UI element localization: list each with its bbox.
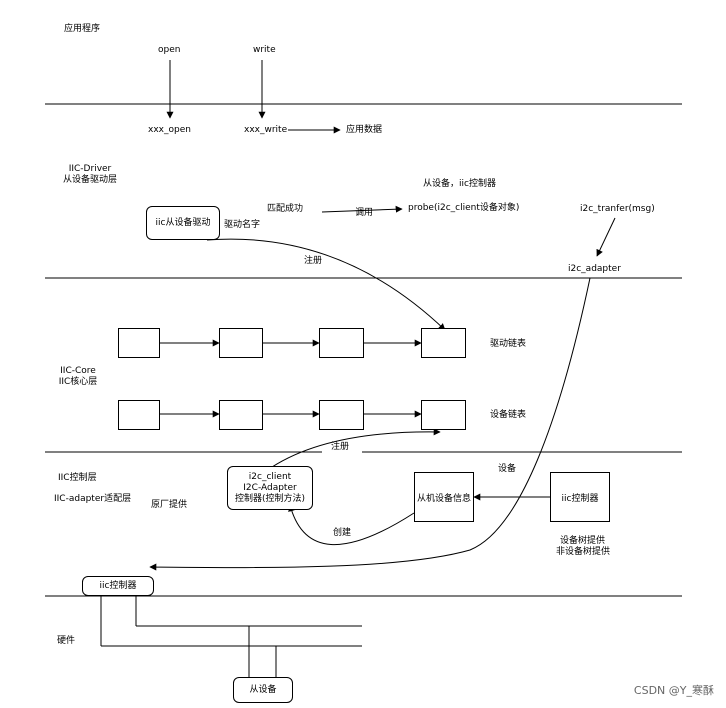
client-line-3: 控制器(控制方法): [234, 493, 306, 504]
iic-controller-bottom-box: iic控制器: [82, 576, 154, 596]
device-list-node-4: [421, 400, 466, 430]
device-list-node-1: [118, 400, 160, 430]
watermark: CSDN @Y_寒酥: [633, 684, 714, 697]
app-data-label: 应用数据: [346, 125, 383, 135]
hardware-label: 硬件: [57, 636, 76, 646]
create-label: 创建: [333, 528, 352, 538]
dt-provided-label: 设备树提供: [560, 536, 606, 546]
xxx-write-label: xxx_write: [244, 125, 288, 135]
device-list-node-2: [219, 400, 263, 430]
call-label: 调用: [355, 208, 374, 218]
iic-controller-box: iic控制器: [550, 472, 610, 522]
match-label: 匹配成功: [267, 204, 304, 214]
write-label: write: [253, 45, 276, 55]
driver-layer-title-en: IIC-Driver: [68, 164, 112, 174]
ctrl-layer-title: IIC控制层: [58, 473, 97, 483]
adapter-layer-title: IIC-adapter适配层: [54, 494, 132, 504]
device-ctrl-label: 从设备，iic控制器: [423, 179, 496, 189]
arrow-register-device: [271, 428, 441, 468]
i2c-transfer-label: i2c_tranfer(msg): [580, 204, 655, 214]
vendor-label: 原厂提供: [151, 500, 188, 510]
xxx-open-label: xxx_open: [148, 125, 191, 135]
arrow-transfer: [596, 217, 616, 257]
driver-list-node-2: [219, 328, 263, 358]
client-line-1: i2c_client: [248, 471, 292, 482]
driver-list-label: 驱动链表: [490, 339, 527, 349]
arrow-register-driver: [206, 238, 446, 331]
driver-list-node-3: [319, 328, 364, 358]
arrow-match-call: [321, 205, 403, 213]
app-layer-title: 应用程序: [64, 24, 101, 34]
register-driver-label: 注册: [304, 256, 323, 266]
iic-slave-driver-box: iic从设备驱动: [146, 206, 220, 240]
driver-list-node-4: [421, 328, 466, 358]
core-layer-title-en: IIC-Core: [60, 366, 96, 376]
device-list-node-3: [319, 400, 364, 430]
slave-device-box: 从设备: [233, 677, 293, 703]
i2c-client-adapter-box: i2c_client I2C-Adapter 控制器(控制方法): [227, 466, 313, 510]
device-label: 设备: [498, 464, 517, 474]
client-line-2: I2C-Adapter: [243, 482, 297, 493]
device-list-label: 设备链表: [490, 410, 527, 420]
core-layer-title-cn: IIC核心层: [58, 377, 98, 387]
open-label: open: [158, 45, 181, 55]
slave-device-info-box: 从机设备信息: [414, 472, 474, 522]
register-device-label: 注册: [331, 442, 350, 452]
non-dt-provided-label: 非设备树提供: [556, 547, 611, 557]
probe-label: probe(i2c_client设备对象): [408, 203, 520, 213]
i2c-adapter-label: i2c_adapter: [568, 264, 621, 274]
arrow-adapter-to-controller: [149, 277, 591, 571]
driver-name-label: 驱动名字: [224, 220, 261, 230]
arrow-create: [288, 504, 415, 545]
driver-list-node-1: [118, 328, 160, 358]
driver-layer-title-cn: 从设备驱动层: [62, 175, 117, 185]
